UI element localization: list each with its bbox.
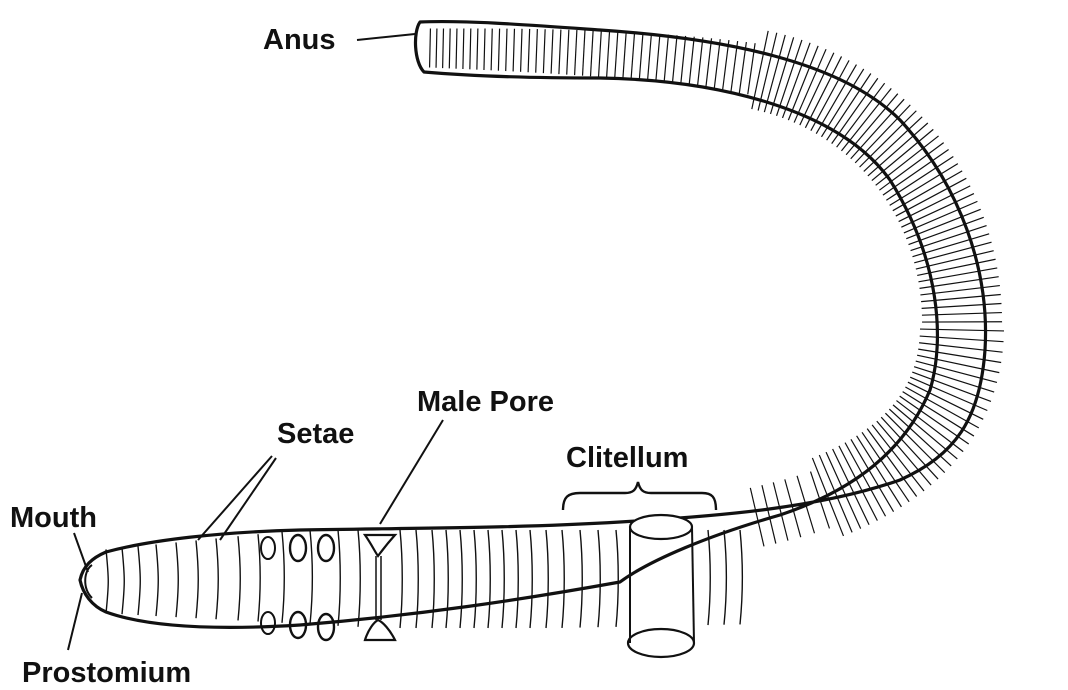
male-pore-leader [380, 420, 443, 524]
male-pore-lower [365, 620, 395, 640]
setae-leader [198, 456, 272, 540]
segment-ring [708, 530, 710, 625]
clitellum-band-bottom [628, 629, 694, 657]
segment-ring [740, 530, 742, 624]
label-prostomium: Prostomium [22, 657, 191, 689]
anus-leader [357, 34, 415, 40]
label-male-pore: Male Pore [417, 386, 554, 418]
label-mouth: Mouth [10, 502, 97, 534]
worm-body [80, 22, 986, 628]
clitellum-bracket [563, 482, 716, 510]
prostomium-leader [68, 593, 82, 650]
clitellum-band-top [630, 515, 692, 539]
setae-leader [220, 458, 276, 540]
label-clitellum: Clitellum [566, 442, 688, 474]
label-anus: Anus [263, 24, 336, 56]
tail-segment-rings [430, 28, 1004, 546]
mouth-leader [74, 533, 88, 572]
label-setae: Setae [277, 418, 354, 450]
segment-ring [724, 530, 726, 625]
